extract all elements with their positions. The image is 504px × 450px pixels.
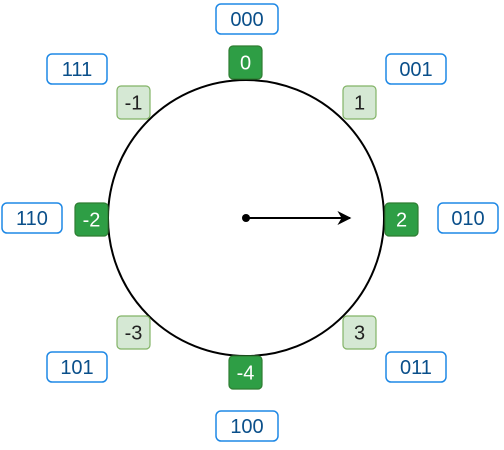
binary-label: 101 <box>60 357 93 379</box>
value-label: -1 <box>125 93 143 115</box>
binary-box <box>46 53 108 85</box>
binary-box <box>1 202 63 234</box>
binary-box <box>46 351 108 383</box>
binary-box <box>385 351 447 383</box>
pivot-dot <box>242 214 250 222</box>
value-box <box>228 45 263 80</box>
value-box <box>384 202 419 237</box>
binary-label: 001 <box>399 59 432 81</box>
binary-label: 110 <box>16 208 48 230</box>
value-label: 2 <box>396 210 407 232</box>
binary-label: 111 <box>62 59 92 81</box>
binary-box <box>385 53 447 85</box>
value-box <box>342 315 377 350</box>
binary-box <box>215 410 279 442</box>
binary-label: 100 <box>230 416 263 438</box>
binary-label: 000 <box>230 9 263 31</box>
value-box <box>74 202 109 237</box>
value-label: -4 <box>237 363 255 385</box>
binary-box <box>437 202 499 234</box>
binary-label: 010 <box>451 208 484 230</box>
binary-box <box>215 3 279 35</box>
value-label: 0 <box>240 53 251 75</box>
value-label: 3 <box>354 323 365 345</box>
value-label: 1 <box>354 93 365 115</box>
value-label: -3 <box>125 323 143 345</box>
binary-label: 011 <box>400 357 432 379</box>
value-box <box>116 315 151 350</box>
value-label: -2 <box>83 210 101 232</box>
value-box <box>116 85 151 120</box>
value-box <box>342 85 377 120</box>
value-box <box>228 355 263 390</box>
